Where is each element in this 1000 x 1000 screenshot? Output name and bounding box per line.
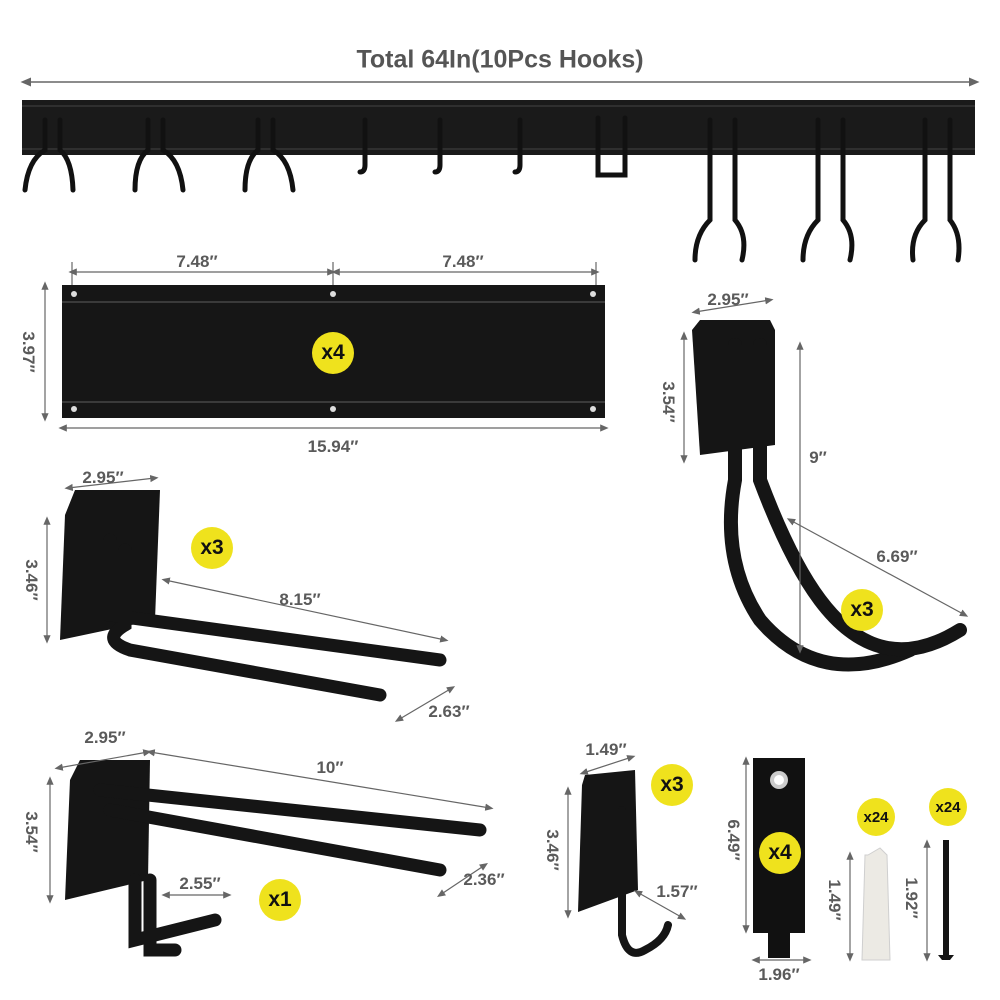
multi-hook-plate-width-label: 2.95″ <box>84 728 126 747</box>
multi-hook-plate-height-label: 3.54″ <box>22 811 41 853</box>
panel-length-label: 15.94″ <box>307 437 359 456</box>
large-hook-quantity-badge: x3 <box>841 589 883 631</box>
multi-hook-lower-arm-label: 2.55″ <box>179 874 221 893</box>
large-hook-span-label: 6.69″ <box>876 547 918 566</box>
multi-hook-arm-length-label: 10″ <box>316 758 344 777</box>
wall-anchor-illustration <box>861 847 891 961</box>
double-hook-plate-height-label: 3.46″ <box>22 559 41 601</box>
screw-quantity-badge: x24 <box>929 788 967 826</box>
multi-hook-arm-spacing-label: 2.36″ <box>463 870 505 889</box>
multi-hook-illustration <box>65 760 487 957</box>
large-hook-length-label: 9″ <box>809 448 827 467</box>
multi-hook-quantity-badge: x1 <box>259 879 301 921</box>
j-hook-illustration <box>578 770 672 957</box>
screw-illustration <box>938 840 954 960</box>
j-hook-quantity-badge: x3 <box>651 764 693 806</box>
panel-height-label: 3.97″ <box>19 331 38 373</box>
strap-quantity-badge: x4 <box>759 832 801 874</box>
panel-quantity-badge: x4 <box>312 332 354 374</box>
panel-width-left-label: 7.48″ <box>176 252 218 271</box>
double-hook-arm-spacing-label: 2.63″ <box>428 702 470 721</box>
double-hook-arm-length-label: 8.15″ <box>279 590 321 609</box>
screw-length-label: 1.92″ <box>902 877 921 919</box>
large-hook-plate-width-label: 2.95″ <box>707 290 749 309</box>
double-hook-plate-width-label: 2.95″ <box>82 468 124 487</box>
large-hook-illustration <box>692 320 967 672</box>
double-hook-quantity-badge: x3 <box>191 527 233 569</box>
strap-width-label: 1.96″ <box>758 965 800 984</box>
panel-illustration <box>62 285 605 418</box>
anchor-length-label: 1.49″ <box>825 879 844 921</box>
j-hook-plate-height-label: 3.46″ <box>543 829 562 871</box>
strap-length-label: 6.49″ <box>724 819 743 861</box>
page-title: Total 64In(10Pcs Hooks) <box>356 45 644 74</box>
j-hook-depth-label: 1.57″ <box>656 882 698 901</box>
double-hook-illustration <box>60 490 447 702</box>
large-hook-plate-height-label: 3.54″ <box>659 381 678 423</box>
j-hook-plate-width-label: 1.49″ <box>585 740 627 759</box>
assembled-rail <box>22 100 975 263</box>
panel-width-right-label: 7.48″ <box>442 252 484 271</box>
anchor-quantity-badge: x24 <box>857 798 895 836</box>
